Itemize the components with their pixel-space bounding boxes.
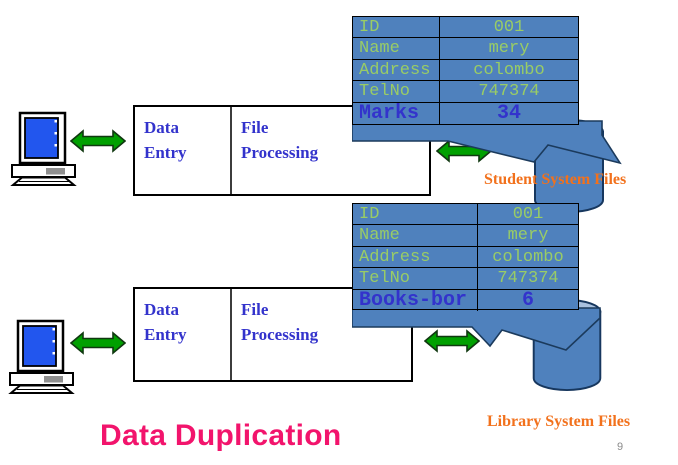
record-row: Name mery xyxy=(353,38,578,60)
slide-title: Data Duplication xyxy=(100,419,342,452)
student-system-files-label: Student System Files xyxy=(484,171,627,188)
data-entry-line1: Data xyxy=(144,118,179,137)
field-name-cell: Name xyxy=(353,225,478,246)
computer-icon xyxy=(10,111,77,186)
field-name-cell: Books-bor xyxy=(353,289,478,311)
double-arrow-icon xyxy=(70,331,126,355)
data-entry-line2: Entry xyxy=(144,325,187,344)
field-name-cell: ID xyxy=(353,17,440,38)
double-arrow-icon xyxy=(70,129,126,153)
data-entry-line2: Entry xyxy=(144,143,187,162)
field-name-cell: Name xyxy=(353,38,440,59)
field-value-cell: 34 xyxy=(496,101,521,125)
file-processing-line2: Processing xyxy=(241,143,319,162)
file-processing-line1: File xyxy=(241,118,269,137)
field-value-cell: 001 xyxy=(493,18,525,37)
record-row-highlight: Marks 34 xyxy=(353,101,578,125)
field-value-cell: 001 xyxy=(512,205,544,224)
field-name-cell: ID xyxy=(353,204,478,225)
torn-banner-icon xyxy=(352,307,601,351)
record-row: ID 001 xyxy=(353,204,578,226)
record-row: TelNo 747374 xyxy=(353,268,578,290)
file-processing-label: File Processing xyxy=(232,107,318,194)
field-value-cell: colombo xyxy=(473,60,545,80)
field-name-cell: TelNo xyxy=(353,81,440,102)
page-number: 9 xyxy=(617,441,624,453)
computer-icon xyxy=(8,319,75,394)
field-value-cell: colombo xyxy=(492,247,564,267)
field-value-cell: mery xyxy=(507,226,549,246)
double-arrow-icon xyxy=(424,329,480,353)
field-name-cell: TelNo xyxy=(353,268,478,289)
data-entry-label: Data Entry xyxy=(135,289,232,380)
record-row-highlight: Books-bor 6 xyxy=(353,288,578,312)
record-row: Address colombo xyxy=(353,59,578,82)
field-name-cell: Address xyxy=(353,59,440,81)
file-processing-line1: File xyxy=(241,300,269,319)
file-processing-line2: Processing xyxy=(241,325,319,344)
field-value-cell: 747374 xyxy=(497,269,559,289)
file-processing-label: File Processing xyxy=(232,289,318,380)
record-row: ID 001 xyxy=(353,17,578,39)
field-value-cell: mery xyxy=(488,39,530,59)
torn-banner-icon xyxy=(352,120,622,165)
field-name-cell: Marks xyxy=(353,102,440,124)
data-entry-label: Data Entry xyxy=(135,107,232,194)
record-row: Address colombo xyxy=(353,246,578,269)
field-value-cell: 747374 xyxy=(478,82,540,102)
library-record-table: ID 001 Name mery Address colombo TelNo 7… xyxy=(352,203,579,312)
record-row: Name mery xyxy=(353,225,578,247)
field-name-cell: Address xyxy=(353,246,478,268)
data-entry-line1: Data xyxy=(144,300,179,319)
student-record-table: ID 001 Name mery Address colombo TelNo 7… xyxy=(352,16,579,125)
library-system-files-label: Library System Files xyxy=(487,413,631,430)
field-value-cell: 6 xyxy=(521,288,534,312)
record-row: TelNo 747374 xyxy=(353,81,578,103)
